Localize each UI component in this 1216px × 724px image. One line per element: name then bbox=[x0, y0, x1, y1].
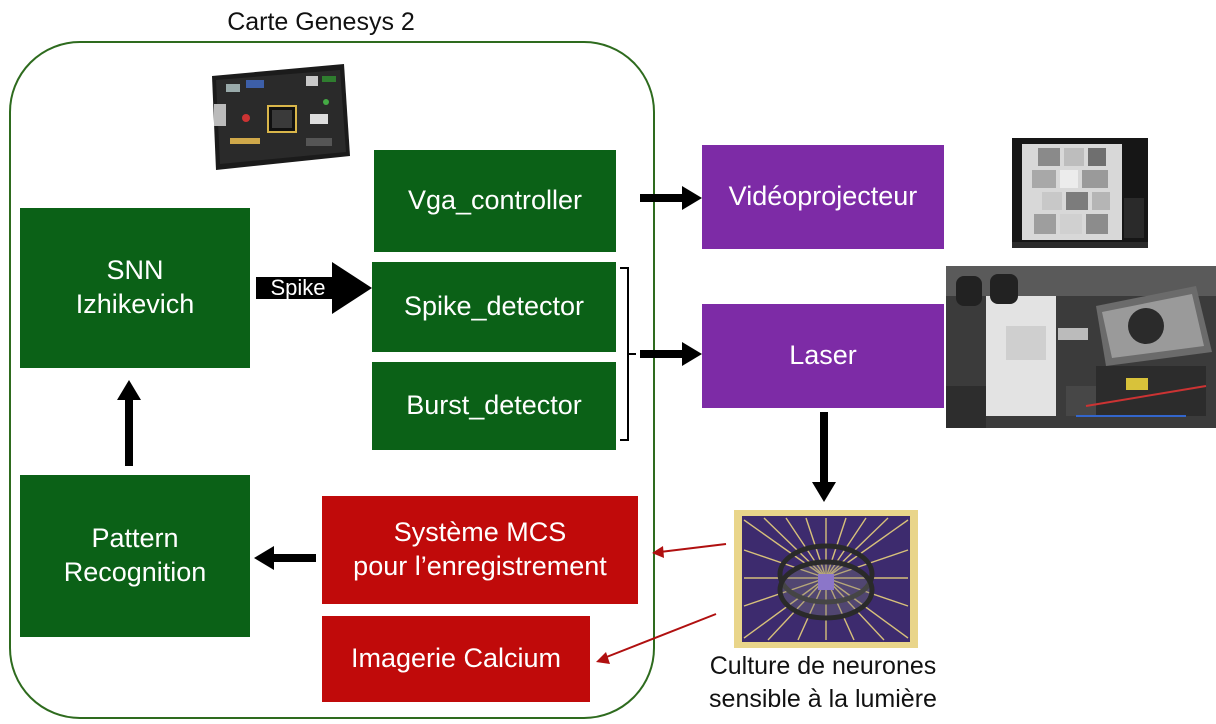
calcium-imaging-label: Imagerie Calcium bbox=[350, 643, 562, 674]
videoprojecteur-block: Vidéoprojecteur bbox=[702, 145, 944, 249]
vga-controller-label: Vga_controller bbox=[407, 185, 583, 216]
projected-pattern-photo bbox=[1012, 138, 1148, 248]
microscope-setup-photo bbox=[946, 266, 1216, 428]
burst-detector-block: Burst_detector bbox=[372, 362, 616, 450]
pattern-recognition-block: Pattern Recognition bbox=[20, 475, 250, 637]
recording-label: pour l’enregistrement bbox=[353, 551, 607, 581]
spike-detector-block: Spike_detector bbox=[372, 262, 616, 352]
snn-label: SNN bbox=[106, 255, 164, 286]
laser-to-culture-arrow bbox=[812, 412, 836, 502]
laser-block: Laser bbox=[702, 304, 944, 408]
spike-arrow bbox=[256, 262, 372, 314]
culture-line-1: Culture de neurones bbox=[709, 652, 937, 680]
culture-to-calcium-arrow bbox=[596, 613, 717, 664]
mcs-label: Système MCS bbox=[393, 517, 567, 548]
izhikevich-label: Izhikevich bbox=[75, 289, 195, 319]
laser-label: Laser bbox=[789, 340, 857, 371]
mcs-to-pattern-arrow bbox=[254, 546, 316, 570]
pattern-label: Pattern bbox=[91, 523, 179, 554]
detectors-bracket bbox=[620, 267, 629, 441]
board-title: Carte Genesys 2 bbox=[227, 8, 415, 36]
mcs-recording-block: Système MCS pour l’enregistrement bbox=[322, 496, 638, 604]
vga-controller-block: Vga_controller bbox=[374, 150, 616, 252]
snn-izhikevich-block: SNN Izhikevich bbox=[20, 208, 250, 368]
detectors-to-laser-arrow bbox=[640, 342, 702, 366]
pattern-to-snn-arrow bbox=[117, 380, 141, 466]
culture-line-2: sensible à la lumière bbox=[709, 684, 937, 713]
videoprojecteur-label: Vidéoprojecteur bbox=[728, 181, 918, 212]
spike-detector-label: Spike_detector bbox=[403, 291, 585, 322]
recognition-label: Recognition bbox=[63, 557, 207, 587]
culture-caption: Culture de neurones sensible à la lumièr… bbox=[658, 650, 988, 715]
mea-chip-photo bbox=[734, 510, 918, 648]
culture-to-mcs-arrow bbox=[652, 543, 727, 558]
spike-arrow-label: Spike bbox=[270, 275, 326, 300]
burst-detector-label: Burst_detector bbox=[406, 390, 582, 421]
calcium-imaging-block: Imagerie Calcium bbox=[322, 616, 590, 702]
fpga-board-photo bbox=[206, 58, 354, 176]
vga-to-projector-arrow bbox=[640, 186, 702, 210]
